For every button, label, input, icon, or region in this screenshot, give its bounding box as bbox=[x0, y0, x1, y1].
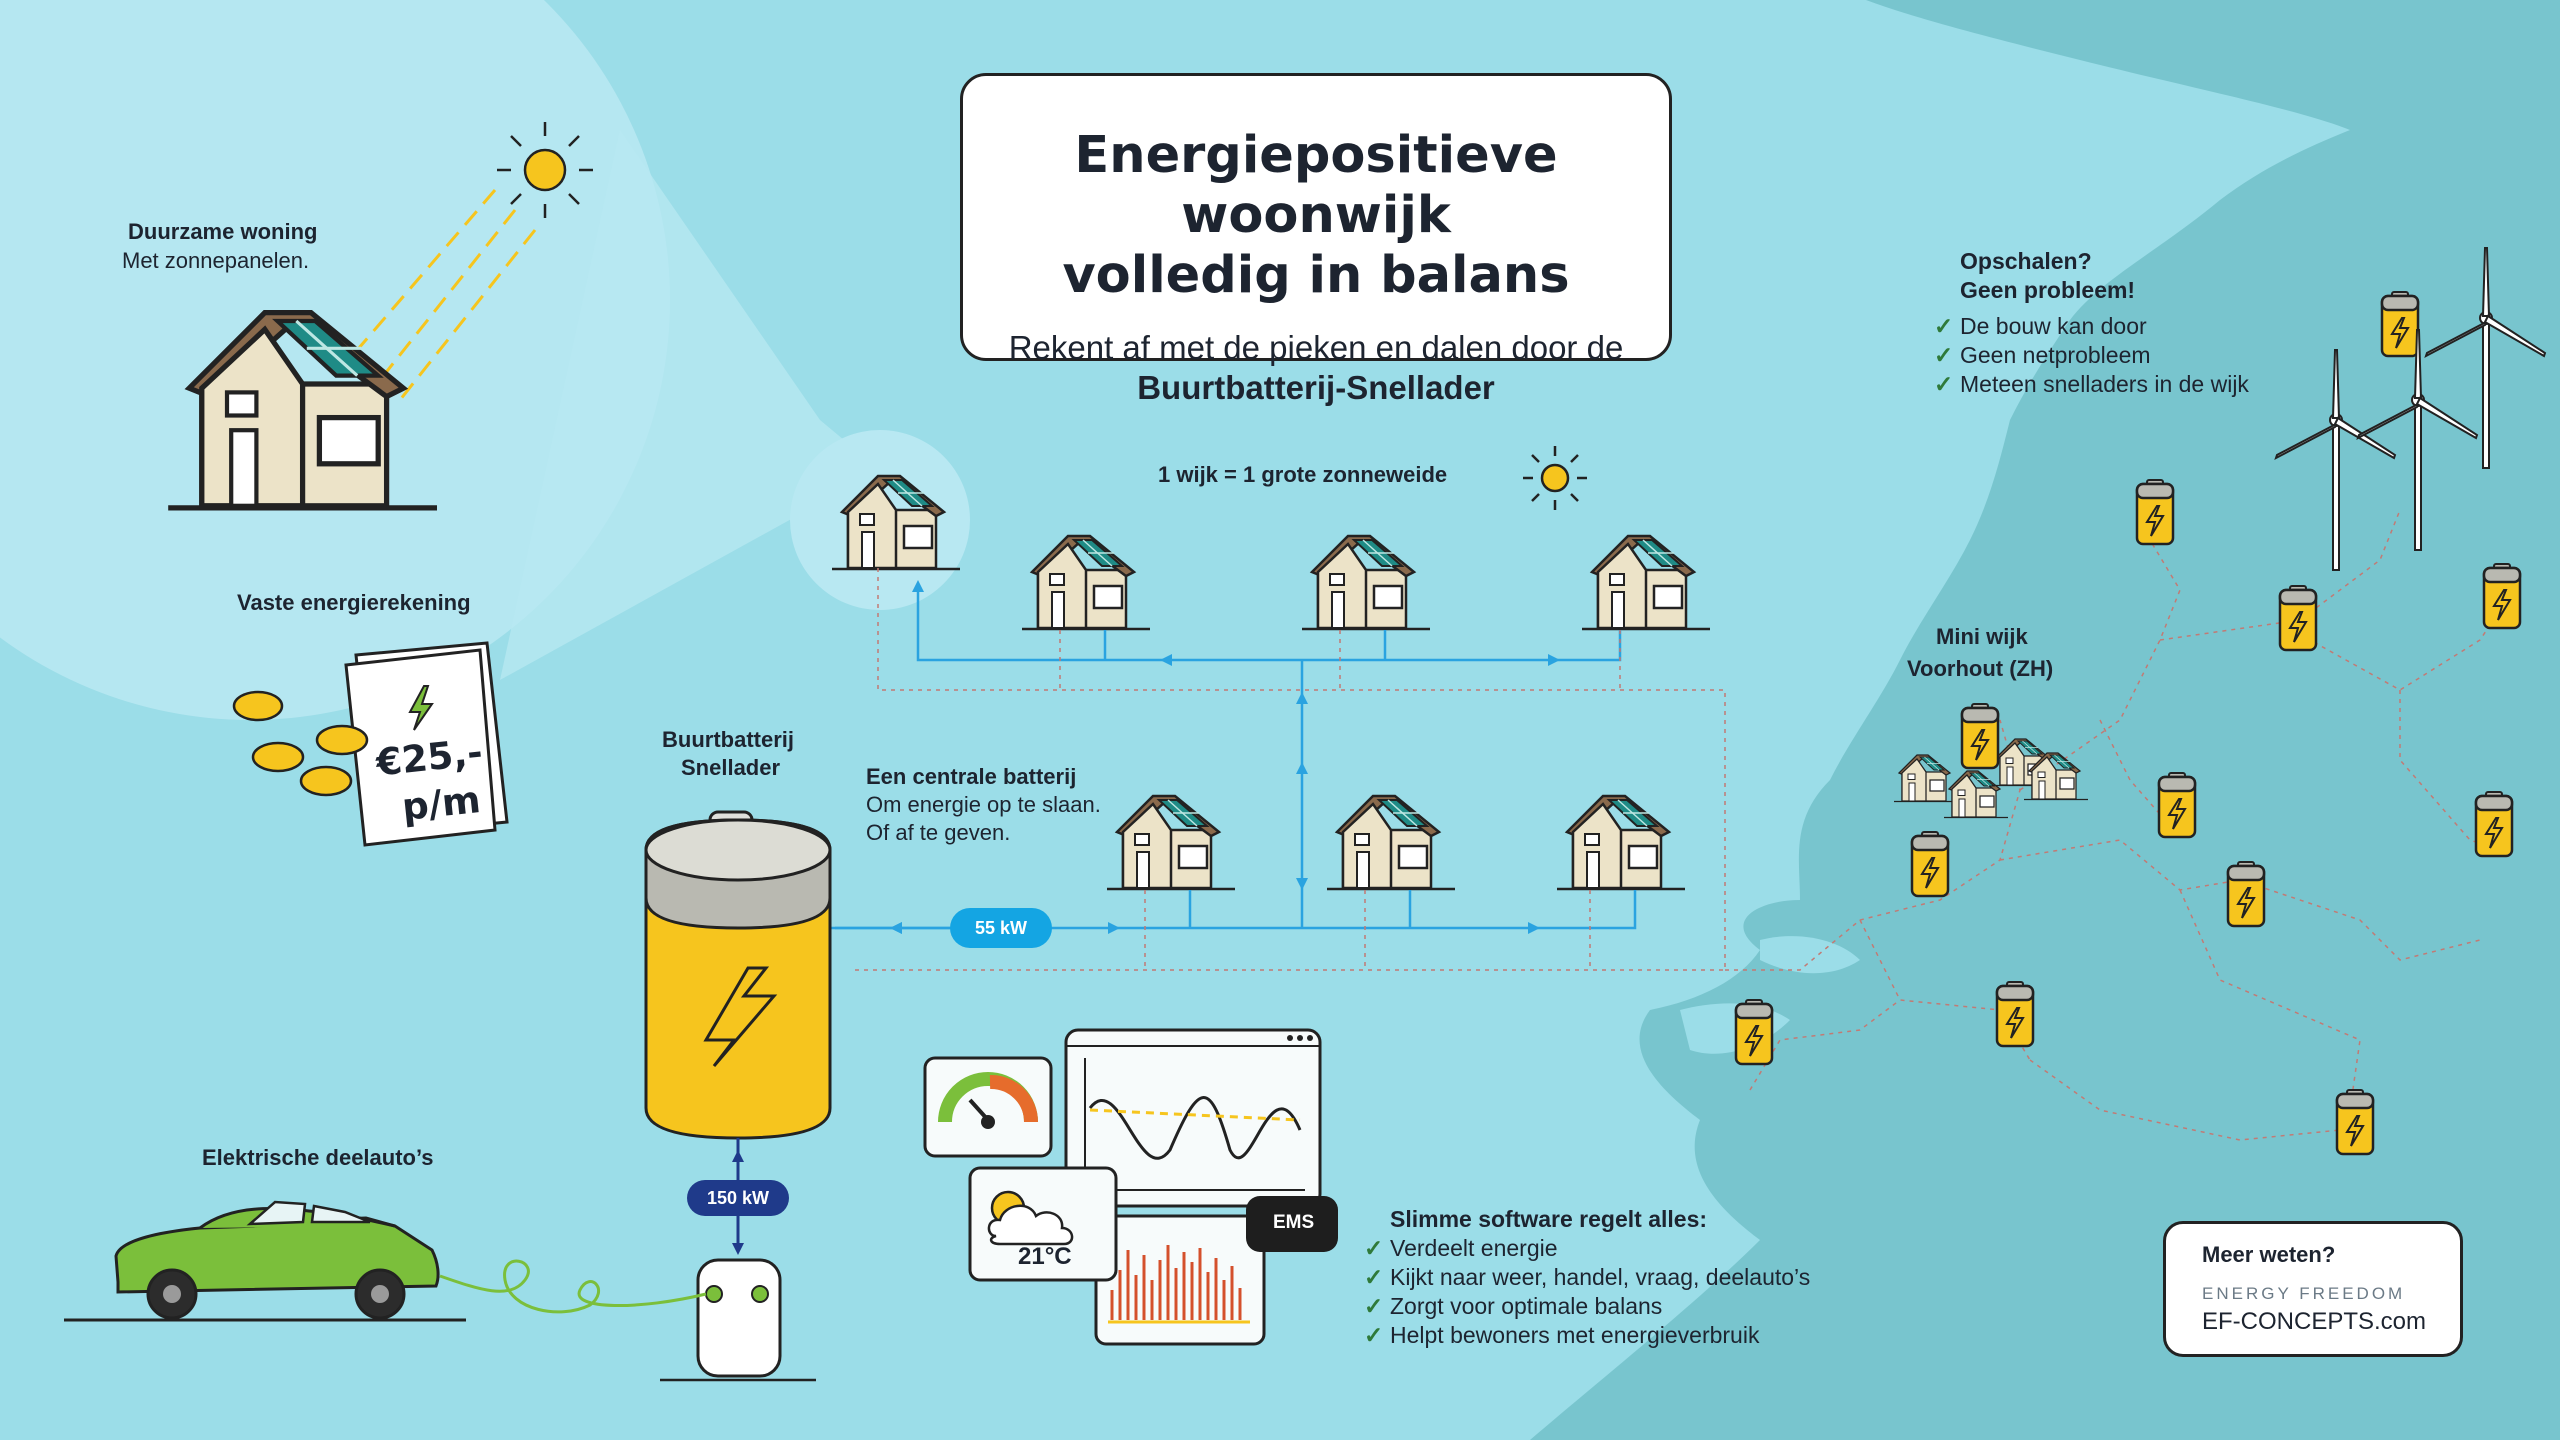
power-55kw-badge: 55 kW bbox=[950, 908, 1052, 948]
battery-icon bbox=[2482, 562, 2522, 630]
list-item: ✓Kijkt naar weer, handel, vraag, deelaut… bbox=[1364, 1264, 1811, 1290]
energy-bill-heading: Vaste energierekening bbox=[237, 590, 471, 615]
sun-icon bbox=[1523, 446, 1587, 510]
weather-temperature: 21°C bbox=[1018, 1243, 1072, 1270]
battery-icon bbox=[2278, 584, 2318, 652]
central-battery-line2: Of af te geven. bbox=[866, 820, 1011, 845]
charger-icon bbox=[660, 1258, 816, 1382]
netherlands-map bbox=[1530, 0, 2560, 1440]
check-icon: ✓ bbox=[1364, 1264, 1384, 1290]
wave-chart-icon bbox=[1064, 1028, 1322, 1208]
house-icon bbox=[1105, 794, 1237, 891]
list-item: ✓Geen netprobleem bbox=[1934, 342, 2151, 368]
cars-heading: Elektrische deelauto’s bbox=[202, 1145, 434, 1170]
scale-up-list: ✓De bouw kan door ✓Geen netprobleem ✓Met… bbox=[1934, 312, 2249, 399]
battery-title-line2: Snellader bbox=[681, 755, 781, 780]
battery-icon bbox=[2474, 790, 2514, 858]
website-link[interactable]: EF-CONCEPTS.com bbox=[2202, 1308, 2427, 1335]
page-title-line2: volledig in balans bbox=[1062, 246, 1570, 305]
house-icon bbox=[1325, 794, 1457, 891]
car-icon bbox=[64, 1200, 466, 1322]
battery-icon bbox=[2380, 290, 2420, 358]
list-item: ✓Helpt bewoners met energieverbruik bbox=[1364, 1322, 1760, 1348]
check-icon: ✓ bbox=[1364, 1235, 1384, 1261]
ems-badge bbox=[1246, 1196, 1338, 1252]
central-battery-line1: Om energie op te slaan. bbox=[866, 792, 1101, 817]
energy-bill-period: p/m bbox=[399, 778, 483, 829]
neighbourhood-label: 1 wijk = 1 grote zonneweide bbox=[1158, 462, 1448, 487]
gauge-icon bbox=[923, 1056, 1053, 1158]
mini-wijk-line1: Mini wijk bbox=[1936, 624, 2028, 649]
software-list: ✓Verdeelt energie ✓Kijkt naar weer, hand… bbox=[1364, 1234, 1810, 1350]
house-callout-text: Met zonnepanelen. bbox=[122, 248, 310, 273]
more-info-heading: Meer weten? bbox=[2202, 1242, 2336, 1267]
mini-wijk-line2: Voorhout (ZH) bbox=[1907, 656, 2054, 681]
battery-icon bbox=[644, 810, 832, 1140]
battery-icon bbox=[1910, 830, 1950, 898]
check-icon: ✓ bbox=[1364, 1322, 1384, 1348]
check-icon: ✓ bbox=[1934, 342, 1954, 368]
coin-icon bbox=[232, 690, 369, 797]
page-title-line1: Energiepositieve woonwijk bbox=[1074, 126, 1558, 245]
battery-icon bbox=[2335, 1088, 2375, 1156]
list-item: ✓De bouw kan door bbox=[1934, 313, 2147, 339]
check-icon: ✓ bbox=[1934, 313, 1954, 339]
list-item: ✓Meteen snelladers in de wijk bbox=[1934, 371, 2249, 397]
power-150kw-badge: 150 kW bbox=[687, 1180, 789, 1216]
ems-label: EMS bbox=[1273, 1212, 1315, 1233]
battery-icon bbox=[2157, 771, 2197, 839]
subtitle-bold: Buurtbatterij-Snellader bbox=[1137, 369, 1495, 406]
title-card: Energiepositieve woonwijk volledig in ba… bbox=[960, 73, 1672, 406]
check-icon: ✓ bbox=[1934, 371, 1954, 397]
energy-bill-icon bbox=[344, 641, 509, 847]
more-info-card[interactable]: Meer weten? ENERGY FREEDOM EF-CONCEPTS.c… bbox=[2163, 1221, 2463, 1357]
sun-icon bbox=[497, 122, 593, 218]
scale-up-heading-line1: Opschalen? bbox=[1960, 248, 2092, 274]
software-heading: Slimme software regelt alles: bbox=[1390, 1206, 1708, 1232]
bar-chart-icon bbox=[1094, 1214, 1266, 1346]
brand-name: ENERGY FREEDOM bbox=[2202, 1284, 2406, 1303]
lightning-icon bbox=[408, 685, 434, 731]
battery-title-line1: Buurtbatterij bbox=[662, 727, 794, 752]
list-item: ✓Verdeelt energie bbox=[1364, 1235, 1558, 1261]
list-item: ✓Zorgt voor optimale balans bbox=[1364, 1293, 1663, 1319]
scale-up-heading-line2: Geen probleem! bbox=[1960, 277, 2136, 303]
energy-flow-lines bbox=[835, 590, 1637, 930]
house-icon bbox=[1580, 534, 1712, 631]
weather-icon bbox=[968, 1166, 1118, 1282]
battery-icon bbox=[2226, 860, 2266, 928]
house-icon bbox=[1020, 534, 1152, 631]
battery-icon bbox=[1734, 998, 1774, 1066]
subtitle: Rekent af met de pieken en dalen door de bbox=[1008, 329, 1624, 366]
house-callout-heading: Duurzame woning bbox=[128, 219, 318, 244]
central-battery-heading: Een centrale batterij bbox=[866, 764, 1077, 789]
battery-icon bbox=[2135, 478, 2175, 546]
lightning-icon bbox=[703, 966, 778, 1067]
check-icon: ✓ bbox=[1364, 1293, 1384, 1319]
house-icon bbox=[1300, 534, 1432, 631]
battery-icon bbox=[1995, 980, 2035, 1048]
house-icon bbox=[1555, 794, 1687, 891]
